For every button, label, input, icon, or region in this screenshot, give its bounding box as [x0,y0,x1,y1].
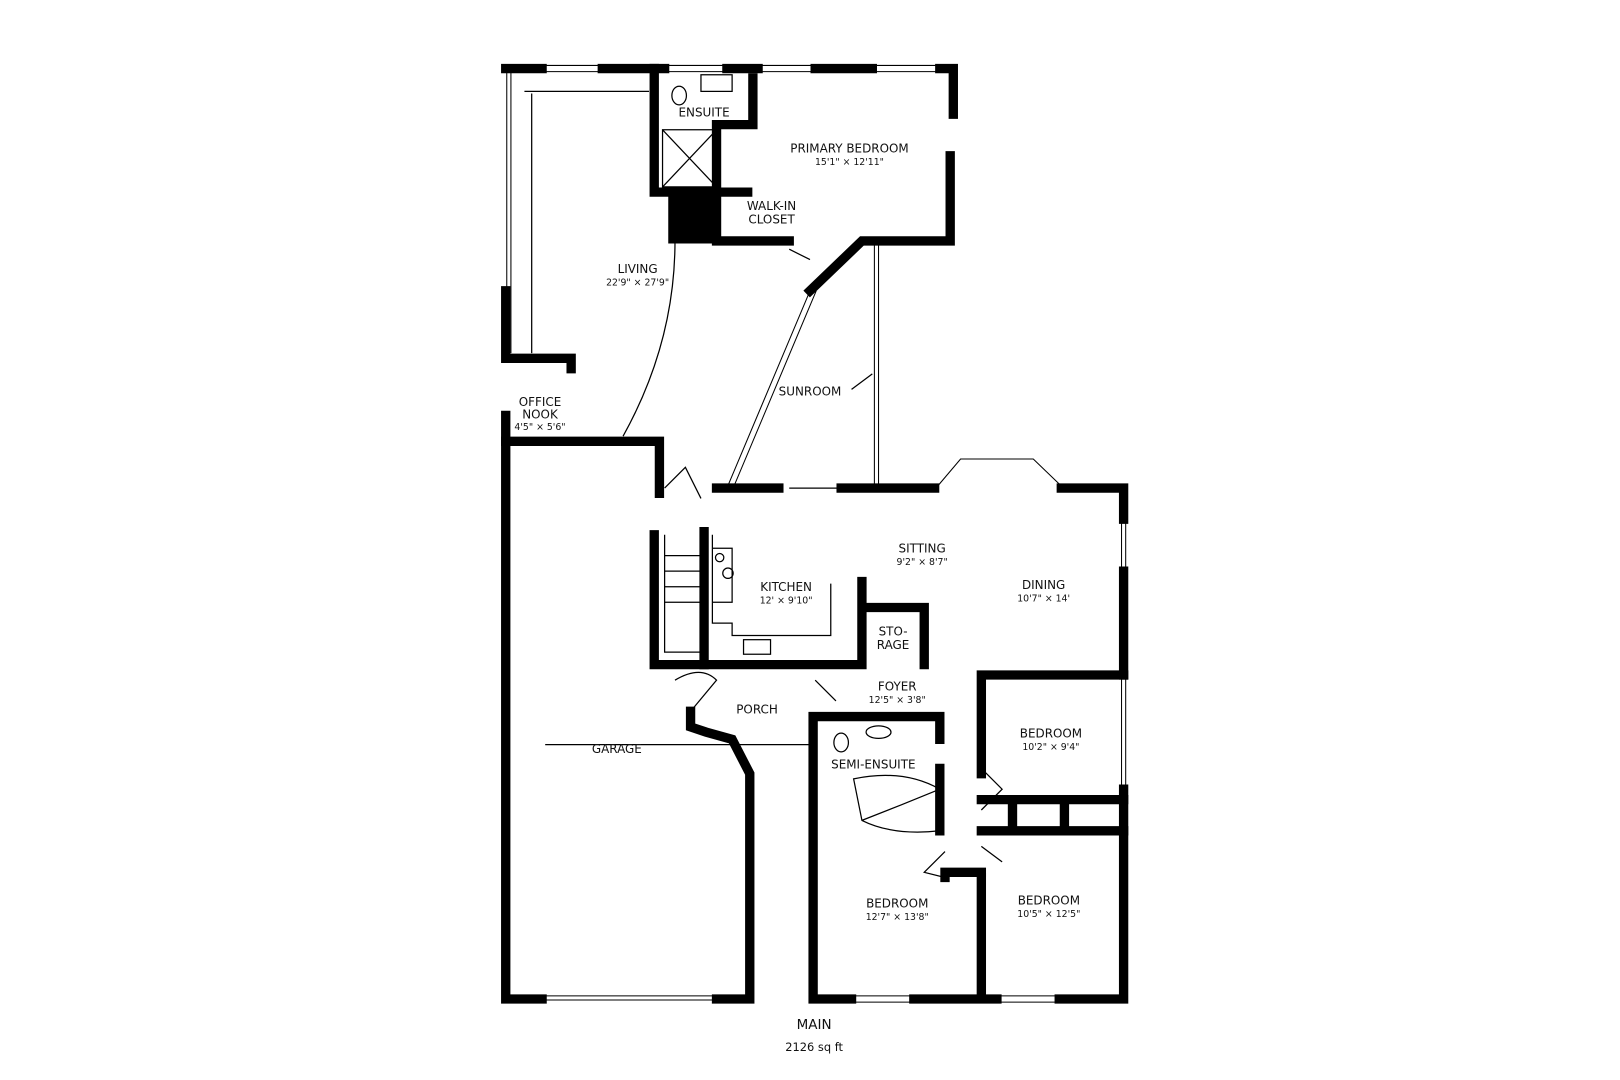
room-ensuite-name: ENSUITE [678,105,729,119]
room-dining-dims: 10'7" × 14' [1017,593,1070,604]
room-office-nook-line1: OFFICE [519,395,562,409]
toilet-icon [671,85,688,106]
room-semi-ensuite-name: SEMI-ENSUITE [831,757,915,771]
room-sitting-dims: 9'2" × 8'7" [897,557,948,568]
walls [501,63,1129,1004]
room-porch-name: PORCH [736,702,778,716]
room-kitchen-name: KITCHEN [760,580,812,594]
fixtures [524,74,1003,879]
room-office-nook-line2: NOOK [522,407,559,421]
room-kitchen-dims: 12' × 9'10" [760,595,813,606]
porch-outline [545,487,842,746]
room-sunroom-name: SUNROOM [779,385,842,399]
room-bedroom-sw-name: BEDROOM [866,897,928,911]
door-swings [664,248,1003,879]
room-bedroom-se-name: BEDROOM [1018,893,1080,907]
toilet-icon [833,732,850,753]
room-living-name: LIVING [618,262,658,276]
kitchen-sink-icon [742,639,772,655]
floor-name: MAIN [797,1017,832,1033]
sink-icon [865,725,892,739]
room-foyer-dims: 12'5" × 3'8" [869,695,926,706]
shower [661,129,718,188]
living-outline [524,90,676,437]
chimney [670,195,719,241]
room-storage-line1: STO- [879,625,908,639]
room-bedroom-ne-dims: 10'2" × 9'4" [1022,742,1079,753]
room-living-dims: 22'9" × 27'9" [606,278,669,289]
room-bedroom-ne-name: BEDROOM [1020,726,1082,740]
room-walk-in-closet-line2: CLOSET [748,212,795,226]
room-primary-bedroom-dims: 15'1" × 12'11" [815,157,884,168]
stairs [663,534,703,653]
room-walk-in-closet-line1: WALK-IN [747,199,796,213]
floor-area: 2126 sq ft [785,1040,843,1054]
room-bedroom-sw-dims: 12'7" × 13'8" [866,912,929,923]
room-sitting-name: SITTING [899,541,946,555]
sink-icon [700,74,733,93]
room-storage-line2: RAGE [877,638,910,652]
room-garage-name: GARAGE [592,742,642,756]
shower [852,774,941,833]
room-dining-name: DINING [1022,578,1065,592]
room-office-nook-dims: 4'5" × 5'6" [514,422,565,433]
room-primary-bedroom-name: PRIMARY BEDROOM [790,142,908,156]
room-labels: LIVING 22'9" × 27'9" ENSUITE PRIMARY BED… [514,105,1082,923]
room-foyer-name: FOYER [878,680,917,694]
room-bedroom-se-dims: 10'5" × 12'5" [1017,909,1080,920]
